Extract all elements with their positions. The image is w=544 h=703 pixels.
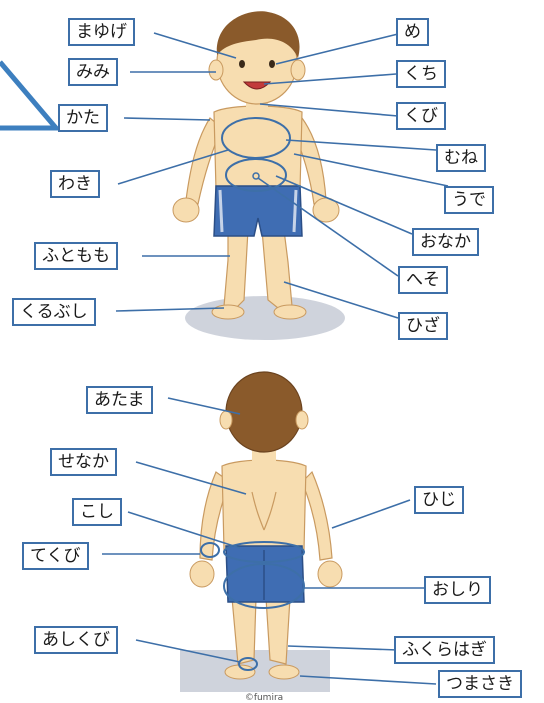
label-onaka: おなか — [412, 228, 479, 256]
label-ashikubi: あしくび — [34, 626, 118, 654]
label-kata: かた — [58, 104, 108, 132]
label-kurubushi: くるぶし — [12, 298, 96, 326]
back-left-hand — [190, 561, 214, 587]
label-senaka: せなか — [50, 448, 117, 476]
back-right-foot — [269, 665, 299, 679]
back-torso — [222, 460, 306, 550]
front-figure — [173, 11, 345, 340]
front-left-hand — [173, 198, 199, 222]
label-me: め — [396, 18, 429, 46]
label-waki: わき — [50, 170, 100, 198]
front-right-foot — [274, 305, 306, 319]
label-koshi: こし — [72, 498, 122, 526]
front-shorts — [214, 186, 302, 236]
label-oshiri: おしり — [424, 576, 491, 604]
label-hiji: ひじ — [414, 486, 464, 514]
credit-text: ©fumira — [245, 693, 283, 703]
back-figure — [180, 372, 342, 692]
label-kubi: くび — [396, 102, 446, 130]
back-shorts — [226, 546, 304, 602]
label-tsumasaki: つまさき — [438, 670, 522, 698]
front-shadow — [185, 296, 345, 340]
label-futomomo: ふともも — [34, 242, 118, 270]
front-left-foot — [212, 305, 244, 319]
label-fukurahagi: ふくらはぎ — [394, 636, 495, 664]
front-left-leg — [224, 230, 248, 308]
label-ude: うで — [444, 186, 494, 214]
label-tekubi: てくび — [22, 542, 89, 570]
label-hiza: ひざ — [398, 312, 448, 340]
label-mune: むね — [436, 144, 486, 172]
label-atama: あたま — [86, 386, 153, 414]
label-mayuge: まゆげ — [68, 18, 135, 46]
back-head — [226, 372, 302, 452]
decorative-triangle — [0, 60, 60, 133]
label-mimi: みみ — [68, 58, 118, 86]
back-right-hand — [318, 561, 342, 587]
label-kuchi: くち — [396, 60, 446, 88]
label-heso: へそ — [398, 266, 448, 294]
back-right-arm — [302, 472, 332, 560]
